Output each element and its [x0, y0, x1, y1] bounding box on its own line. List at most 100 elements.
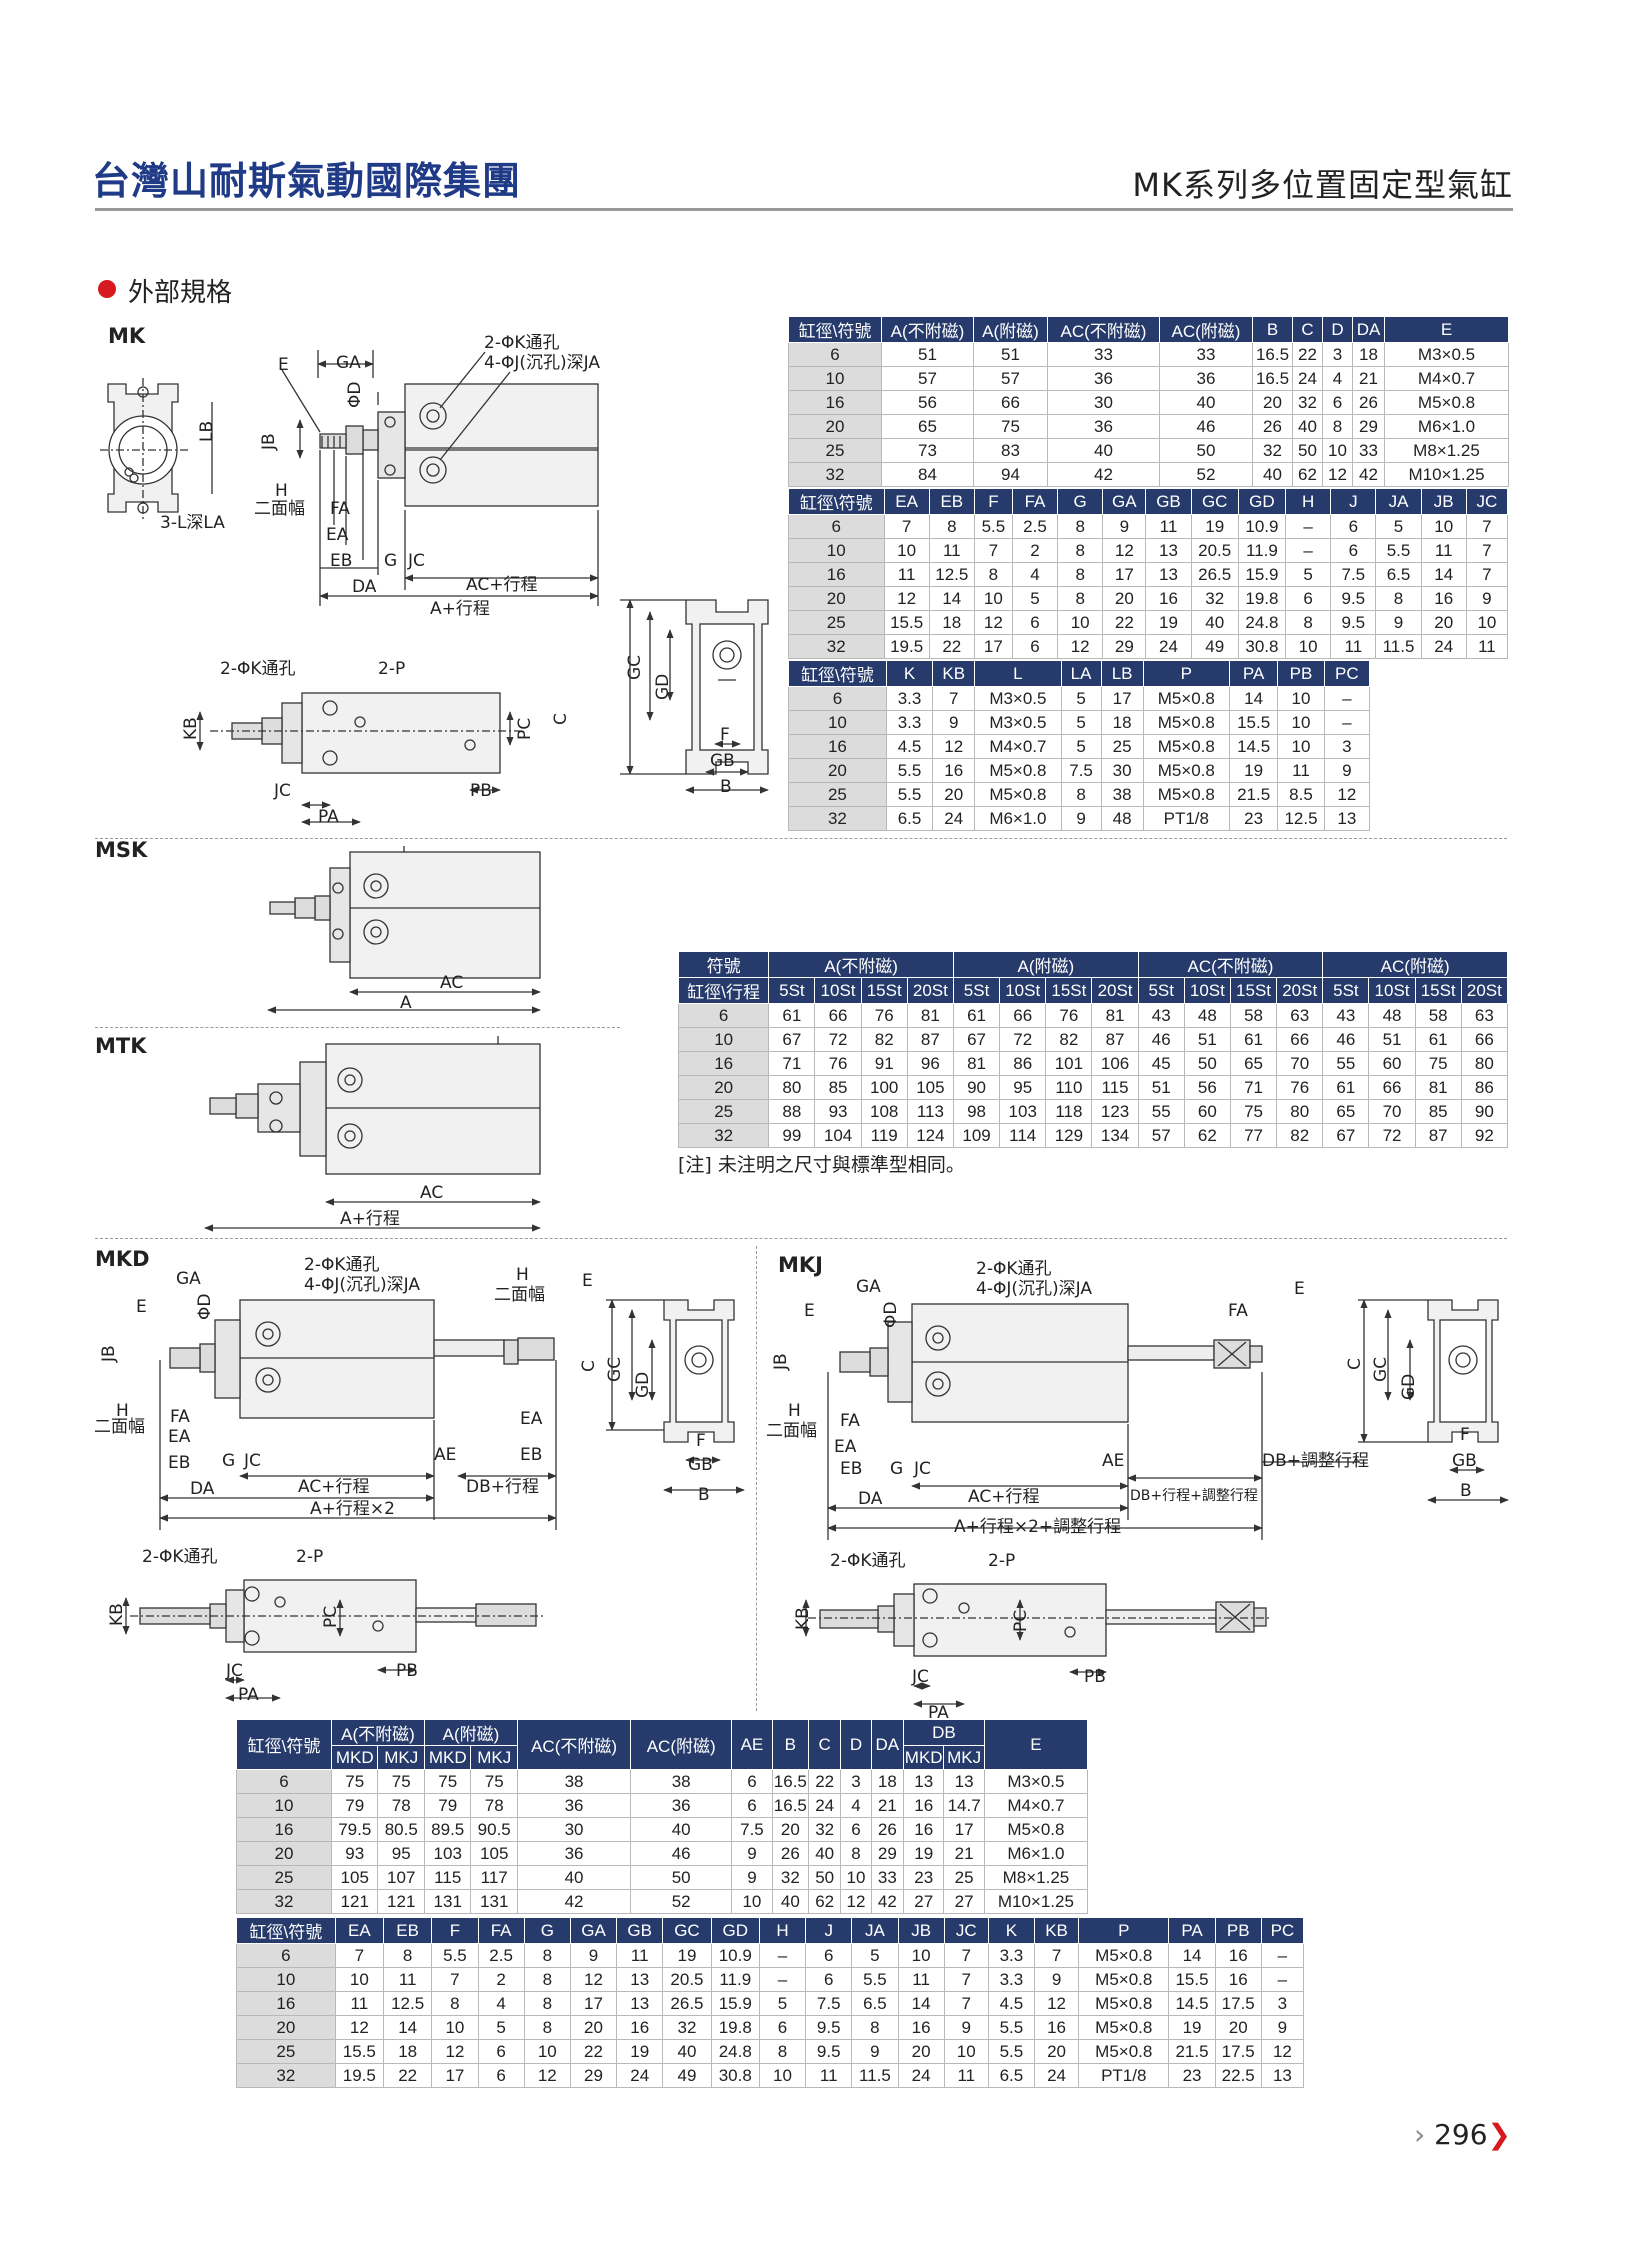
- table-cell: 21: [943, 1841, 985, 1866]
- table-cell: 24: [1292, 366, 1323, 391]
- table-cell: 11: [883, 562, 930, 587]
- table-cell: 13: [902, 1769, 945, 1794]
- label-k-hole: 2-ΦK通孔: [142, 1547, 217, 1567]
- table-cell: 5: [1060, 734, 1102, 759]
- column-header: PB: [1214, 1917, 1262, 1944]
- table-cell: 20.5: [662, 1967, 712, 1992]
- table-cell: 38: [1100, 782, 1144, 807]
- table-cell: 7.5: [1060, 758, 1102, 783]
- column-header: 缸徑\符號: [788, 488, 885, 515]
- table-cell: 30: [516, 1817, 632, 1842]
- table-cell: 10: [1277, 734, 1325, 759]
- table-cell: 16.5: [771, 1769, 810, 1794]
- table-cell: 46: [1137, 1027, 1185, 1052]
- table-cell: 32: [1190, 586, 1239, 611]
- table-cell: 9: [569, 1943, 618, 1968]
- table-cell: 18: [870, 1769, 904, 1794]
- row-header: 32: [788, 806, 887, 831]
- table-cell: 87: [1091, 1027, 1139, 1052]
- table-cell: 48: [1183, 1003, 1231, 1028]
- table-cell: 5.5: [987, 2015, 1036, 2040]
- table-cell: 66: [999, 1003, 1047, 1028]
- table-cell: 121: [330, 1889, 379, 1914]
- row-header: 10: [236, 1967, 336, 1992]
- table-cell: 6.5: [885, 806, 934, 831]
- column-header: GC: [662, 1917, 712, 1944]
- table-cell: 6: [477, 2039, 525, 2064]
- table-cell: 8: [523, 1967, 571, 1992]
- table-cell: 40: [1252, 462, 1293, 487]
- table-cell: 115: [1091, 1075, 1139, 1100]
- row-header: 25: [236, 1865, 332, 1890]
- svg-text:H: H: [516, 1265, 529, 1285]
- series-title: MK系列多位置固定型氣缸: [1132, 166, 1513, 204]
- table-cell: M5×0.8: [1142, 758, 1230, 783]
- column-header: H: [758, 1917, 807, 1944]
- table-cell: 86: [1460, 1075, 1509, 1100]
- svg-text:KB: KB: [107, 1603, 127, 1626]
- svg-text:ΦD: ΦD: [881, 1302, 901, 1328]
- table-cell: 15.5: [334, 2039, 385, 2064]
- table-cell: 3.3: [885, 686, 934, 711]
- svg-text:JC: JC: [407, 551, 425, 571]
- table-cell: 80: [1460, 1051, 1509, 1076]
- table-cell: 61: [768, 1003, 816, 1028]
- table-cell: 5: [758, 1991, 807, 2016]
- table-cell: 75: [423, 1769, 472, 1794]
- table-cell: 66: [1368, 1075, 1416, 1100]
- table-cell: 6: [758, 2015, 807, 2040]
- table-cell: 22.5: [1214, 2063, 1262, 2088]
- table-cell: 85: [1414, 1099, 1462, 1124]
- table-cell: 19.8: [1237, 586, 1287, 611]
- table-cell: 8: [382, 1943, 433, 1968]
- table-cell: 5: [1060, 686, 1102, 711]
- table-cell: 131: [423, 1889, 472, 1914]
- table-cell: 65: [1322, 1099, 1370, 1124]
- table-cell: 33: [1352, 438, 1385, 463]
- table-cell: 8: [1322, 414, 1353, 439]
- table-cell: 96: [906, 1051, 954, 1076]
- table-cell: M5×0.8: [1078, 2015, 1170, 2040]
- table-cell: 58: [1414, 1003, 1462, 1028]
- table-cell: 27: [943, 1889, 985, 1914]
- table-cell: 32: [662, 2015, 712, 2040]
- table-cell: M4×0.7: [1384, 366, 1509, 391]
- table-cell: 11: [1145, 514, 1192, 539]
- column-header: JB: [897, 1917, 945, 1944]
- table-cell: 9: [943, 2015, 989, 2040]
- table-cell: 17: [1102, 562, 1147, 587]
- table-cell: 105: [330, 1865, 379, 1890]
- column-header: JB: [1420, 488, 1467, 515]
- table-cell: 9: [1060, 806, 1102, 831]
- column-group-header: D: [840, 1719, 872, 1770]
- table-cell: 93: [814, 1099, 862, 1124]
- table-cell: M10×1.25: [1384, 462, 1509, 487]
- table-cell: 12.5: [382, 1991, 433, 2016]
- table-cell: 5: [1011, 586, 1059, 611]
- table-cell: 76: [1045, 1003, 1093, 1028]
- column-header: 20St: [906, 977, 954, 1004]
- mkd-end-view: [606, 1299, 745, 1494]
- table-cell: 29: [870, 1841, 904, 1866]
- table-cell: 56: [881, 390, 974, 415]
- table-cell: 5: [1060, 710, 1102, 735]
- table-cell: 10: [431, 2015, 479, 2040]
- table-cell: 40: [1159, 390, 1253, 415]
- table-cell: 98: [952, 1099, 1001, 1124]
- table-cell: 10: [1420, 514, 1467, 539]
- column-header: A(不附磁): [881, 316, 974, 343]
- svg-text:ΦD: ΦD: [345, 382, 365, 408]
- row-header: 25: [788, 610, 885, 635]
- table-cell: 52: [1159, 462, 1253, 487]
- label-p: 2-P: [988, 1551, 1015, 1571]
- table-cell: PT1/8: [1078, 2063, 1170, 2088]
- table-cell: 8: [431, 1991, 479, 2016]
- column-header: GC: [1190, 488, 1239, 515]
- mkj-side-view: [827, 1303, 1360, 1540]
- row-header: 10: [236, 1793, 332, 1818]
